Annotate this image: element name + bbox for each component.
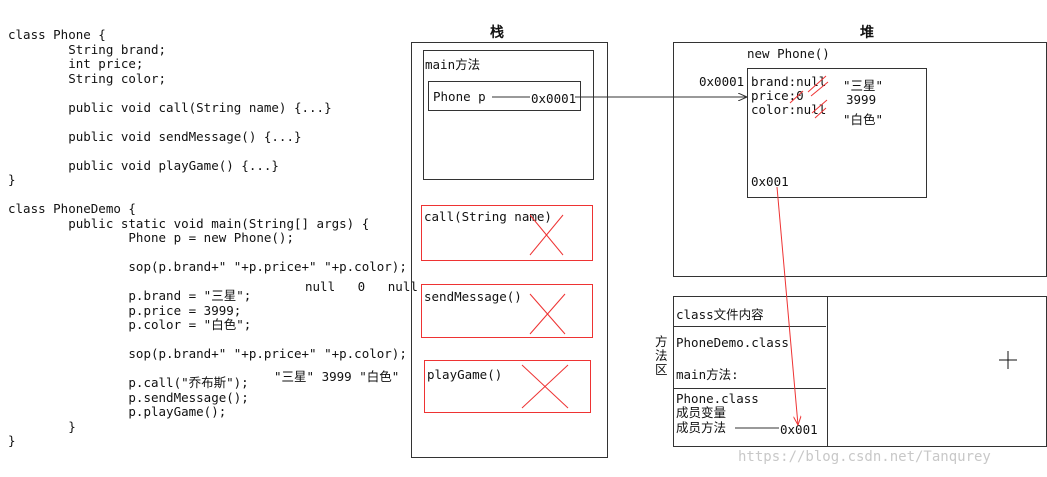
phonedemo-class-label: PhoneDemo.class: [676, 335, 789, 350]
divider-2: [673, 388, 826, 389]
code-line: [8, 115, 407, 130]
code-line: class PhoneDemo {: [8, 201, 136, 216]
code-line: }: [8, 172, 16, 187]
code-line: [8, 144, 407, 159]
code-line: p.playGame();: [8, 404, 227, 419]
sendmessage-frame: [421, 284, 593, 338]
stack-region: [411, 42, 608, 458]
first-output-note: null 0 null: [305, 279, 418, 294]
member-methods-label: 成员方法: [676, 420, 727, 435]
playgame-frame-label: playGame(): [427, 367, 503, 382]
divider-1: [673, 326, 826, 327]
code-line: Phone p = new Phone();: [8, 230, 294, 245]
code-line: [8, 246, 407, 261]
new-color-value: "白色": [843, 112, 884, 127]
code-line: sop(p.brand+" "+p.price+" "+p.color);: [8, 259, 407, 274]
code-line: public static void main(String[] args) {: [8, 215, 370, 231]
method-area-inner: [673, 296, 828, 447]
heap-address: 0x0001: [699, 74, 745, 89]
code-line: int price;: [8, 56, 144, 71]
code-line: class Phone {: [8, 27, 106, 42]
code-line: String color;: [8, 70, 167, 86]
class-content-label: class文件内容: [676, 307, 764, 322]
code-line: }: [8, 418, 76, 434]
code-line: p.brand = "三星";: [8, 288, 252, 303]
sendmessage-frame-label: sendMessage(): [424, 289, 522, 304]
phone-variable-label: Phone p: [433, 89, 486, 104]
field-brand: brand:null: [751, 74, 827, 89]
second-output-note: "三星" 3999 "白色": [274, 369, 400, 384]
field-color: color:null: [751, 102, 827, 117]
stack-title: 栈: [490, 25, 504, 41]
code-line: public void call(String name) {...}: [8, 99, 332, 115]
code-line: p.call("乔布斯");: [8, 375, 249, 390]
heap-object-label: new Phone(): [747, 46, 830, 61]
heap-title: 堆: [860, 25, 874, 41]
code-line: p.sendMessage();: [8, 389, 249, 405]
phone-object-box: [747, 68, 927, 198]
main-method-label: main方法:: [676, 367, 739, 382]
main-frame-label: main方法: [425, 57, 481, 72]
method-area-address: 0x001: [780, 422, 818, 437]
new-price-value: 3999: [846, 92, 877, 107]
code-line: [8, 333, 407, 348]
code-line: public void playGame() {...}: [8, 157, 279, 173]
main-frame: [423, 50, 594, 180]
code-listing: class Phone { String brand; int price; S…: [8, 27, 407, 449]
heap-method-ref: 0x001: [751, 174, 789, 189]
code-line: public void sendMessage() {...}: [8, 128, 302, 144]
code-line: sop(p.brand+" "+p.price+" "+p.color);: [8, 346, 407, 361]
code-line: }: [8, 433, 16, 448]
watermark: https://blog.csdn.net/Tanqurey: [738, 449, 991, 465]
method-area-title: 方法区: [655, 334, 668, 377]
new-brand-value: "三星": [843, 78, 884, 93]
phone-class-label: Phone.class: [676, 391, 759, 406]
code-line: String brand;: [8, 41, 167, 57]
code-line: p.color = "白色";: [8, 317, 252, 332]
code-line: [8, 188, 407, 203]
field-price: price:0: [751, 88, 804, 103]
call-frame-label: call(String name): [424, 209, 552, 224]
member-vars-label: 成员变量: [676, 405, 727, 420]
call-frame: [421, 205, 593, 261]
code-line: [8, 86, 407, 101]
phone-variable-box: [428, 81, 581, 111]
code-line: p.price = 3999;: [8, 302, 242, 318]
playgame-frame: [424, 360, 591, 413]
phone-reference-value: 0x0001: [531, 91, 577, 106]
